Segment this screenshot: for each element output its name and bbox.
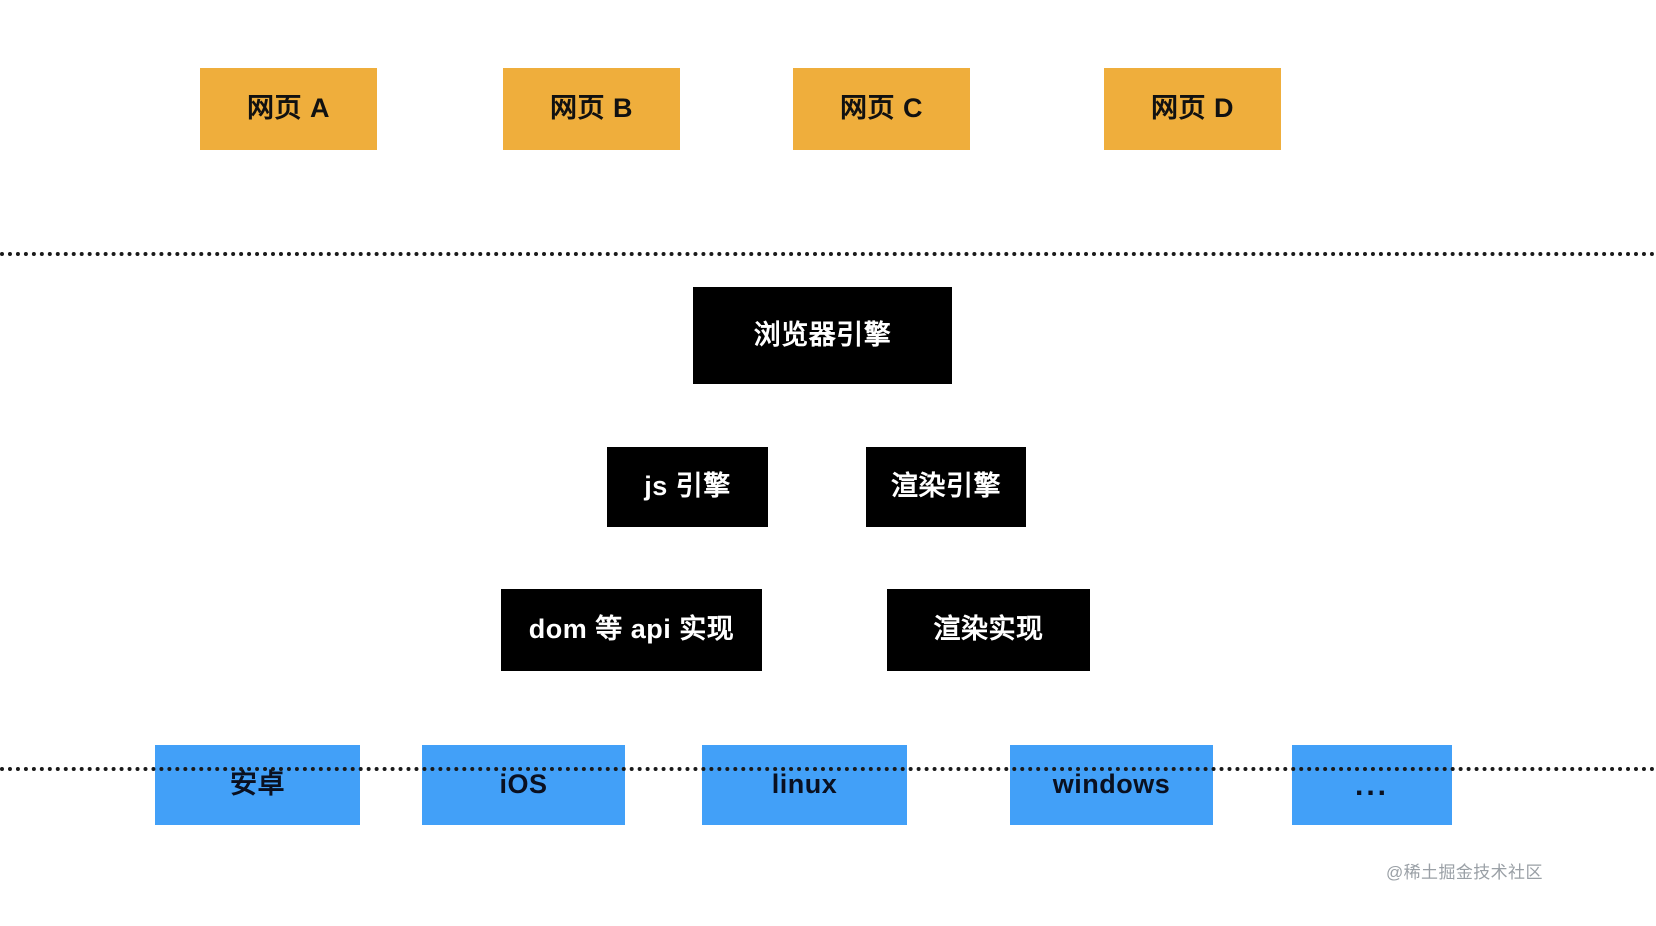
- engine-node-1[interactable]: 浏览器引擎: [693, 287, 952, 384]
- web-page-node-label: 网页 D: [1151, 93, 1234, 124]
- os-node-label: windows: [1052, 769, 1171, 800]
- os-node-5[interactable]: ...: [1292, 745, 1452, 825]
- engine-node-label: 浏览器引擎: [753, 319, 892, 350]
- web-page-node-3[interactable]: 网页 C: [793, 68, 970, 150]
- web-page-node-2[interactable]: 网页 B: [503, 68, 680, 150]
- divider-engine-os: [0, 767, 1656, 771]
- web-page-node-label: 网页 C: [840, 93, 923, 124]
- engine-node-label: js 引擎: [644, 471, 731, 502]
- os-node-1[interactable]: 安卓: [155, 745, 360, 825]
- os-node-label: iOS: [499, 769, 548, 800]
- engine-node-5[interactable]: 渲染实现: [887, 589, 1090, 671]
- engine-node-3[interactable]: 渲染引擎: [866, 447, 1026, 527]
- engine-node-4[interactable]: dom 等 api 实现: [501, 589, 762, 671]
- web-page-node-label: 网页 A: [247, 93, 330, 124]
- web-page-node-1[interactable]: 网页 A: [200, 68, 377, 150]
- watermark: @稀土掘金技术社区: [1386, 863, 1543, 882]
- web-page-node-label: 网页 B: [550, 93, 633, 124]
- os-node-2[interactable]: iOS: [422, 745, 625, 825]
- os-node-4[interactable]: windows: [1010, 745, 1213, 825]
- os-node-label: 安卓: [230, 769, 285, 800]
- os-node-3[interactable]: linux: [702, 745, 907, 825]
- os-node-label: ...: [1354, 768, 1389, 802]
- engine-node-label: dom 等 api 实现: [528, 614, 735, 645]
- engine-node-label: 渲染实现: [933, 614, 1044, 645]
- engine-node-label: 渲染引擎: [891, 471, 1001, 502]
- divider-pages-engine: [0, 252, 1656, 256]
- engine-node-2[interactable]: js 引擎: [607, 447, 768, 527]
- os-node-label: linux: [771, 769, 838, 800]
- web-page-node-4[interactable]: 网页 D: [1104, 68, 1281, 150]
